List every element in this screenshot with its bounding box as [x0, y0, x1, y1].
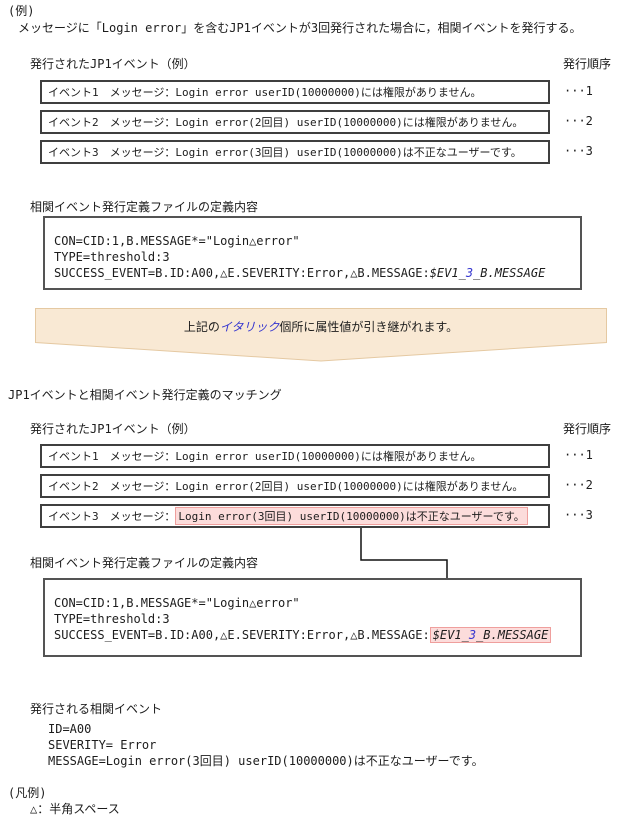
definition-line-3: SUCCESS_EVENT=B.ID:A00,△E.SEVERITY:Error… [54, 265, 580, 281]
banner-text: 上記のイタリック個所に属性値が引き継がれます。 [35, 318, 607, 335]
definition-box-2: CON=CID:1,B.MESSAGE*="Login△error" TYPE=… [43, 578, 582, 657]
event-box-5: イベント2 メッセージ：Login error(2回目) userID(1000… [40, 474, 550, 498]
order-mark-1: ···1 [564, 84, 593, 98]
legend-label: (凡例) [8, 786, 47, 800]
issued-events-heading-1: 発行されたJP1イベント（例） [30, 57, 196, 71]
correlation-result-heading: 発行される相関イベント [30, 702, 163, 716]
event-box-1: イベント1 メッセージ：Login error userID(10000000)… [40, 80, 550, 104]
event-box-3: イベント3 メッセージ：Login error(3回目) userID(1000… [40, 140, 550, 164]
banner-italic-link[interactable]: イタリック [219, 320, 280, 334]
order-mark-3: ···3 [564, 144, 593, 158]
event-box-2: イベント2 メッセージ：Login error(2回目) userID(1000… [40, 110, 550, 134]
inherit-variable-post-2: _B.MESSAGE [476, 628, 549, 642]
event-6-matched-message: Login error(3回目) userID(10000000)は不正なユーザ… [175, 507, 528, 525]
definition-2-line-3-prefix: SUCCESS_EVENT=B.ID:A00,△E.SEVERITY:Error… [54, 628, 430, 642]
definition-box-1: CON=CID:1,B.MESSAGE*="Login△error" TYPE=… [43, 216, 582, 290]
inherit-variable-post: _B.MESSAGE [473, 266, 546, 280]
event-box-6: イベント3 メッセージ：Login error(3回目) userID(1000… [40, 504, 550, 528]
order-mark-5: ···2 [564, 478, 593, 492]
result-line-message: MESSAGE=Login error(3回目) userID(10000000… [48, 754, 484, 768]
definition-heading-2: 相関イベント発行定義ファイルの定義内容 [30, 556, 259, 570]
definition-line-3-prefix: SUCCESS_EVENT=B.ID:A00,△E.SEVERITY:Error… [54, 266, 430, 280]
definition-2-line-1: CON=CID:1,B.MESSAGE*="Login△error" [54, 596, 300, 610]
event-4-prefix: イベント1 メッセージ： [48, 450, 176, 463]
event-box-4: イベント1 メッセージ：Login error userID(10000000)… [40, 444, 550, 468]
inheritance-note-banner: 上記のイタリック個所に属性値が引き継がれます。 [35, 308, 607, 362]
event-1-prefix: イベント1 メッセージ： [48, 86, 176, 99]
event-1-message: Login error userID(10000000)には権限がありません。 [175, 86, 482, 99]
result-line-severity: SEVERITY= Error [48, 738, 157, 752]
event-3-prefix: イベント3 メッセージ： [48, 146, 176, 159]
banner-text-post: 個所に属性値が引き継がれます。 [279, 320, 459, 334]
order-mark-6: ···3 [564, 508, 593, 522]
event-5-prefix: イベント2 メッセージ： [48, 480, 176, 493]
definition-2-line-3: SUCCESS_EVENT=B.ID:A00,△E.SEVERITY:Error… [54, 627, 580, 643]
inherit-variable-pre: $EV1_ [429, 266, 466, 280]
intro-text: メッセージに「Login error」を含むJP1イベントが3回発行された場合に… [18, 21, 582, 35]
order-mark-4: ···1 [564, 448, 593, 462]
example-label: (例) [8, 4, 35, 18]
event-6-prefix: イベント3 メッセージ： [48, 510, 176, 523]
definition-2-line-2: TYPE=threshold:3 [54, 612, 170, 626]
banner-shape [35, 308, 607, 362]
inherit-variable-pre-2: $EV1_ [432, 628, 469, 642]
definition-line-2: TYPE=threshold:3 [54, 250, 170, 264]
issue-order-heading-1: 発行順序 [563, 57, 612, 71]
issued-events-heading-2: 発行されたJP1イベント（例） [30, 422, 196, 436]
definition-line-1: CON=CID:1,B.MESSAGE*="Login△error" [54, 234, 300, 248]
matched-variable-highlight: $EV1_3_B.MESSAGE [429, 627, 552, 643]
legend-item: △：半角スペース [30, 802, 120, 816]
result-line-id: ID=A00 [48, 722, 92, 736]
inherit-variable-number-link-2[interactable]: 3 [468, 628, 477, 642]
banner-text-pre: 上記の [183, 320, 220, 334]
event-5-message: Login error(2回目) userID(10000000)には権限があり… [175, 480, 524, 493]
inherit-variable-number-link[interactable]: 3 [465, 266, 474, 280]
order-mark-2: ···2 [564, 114, 593, 128]
event-2-prefix: イベント2 メッセージ： [48, 116, 176, 129]
matching-heading: JP1イベントと相関イベント発行定義のマッチング [8, 388, 282, 402]
event-4-message: Login error userID(10000000)には権限がありません。 [175, 450, 482, 463]
event-3-message: Login error(3回目) userID(10000000)は不正なユーザ… [175, 146, 522, 159]
definition-heading-1: 相関イベント発行定義ファイルの定義内容 [30, 200, 259, 214]
issue-order-heading-2: 発行順序 [563, 422, 612, 436]
event-2-message: Login error(2回目) userID(10000000)には権限があり… [175, 116, 524, 129]
